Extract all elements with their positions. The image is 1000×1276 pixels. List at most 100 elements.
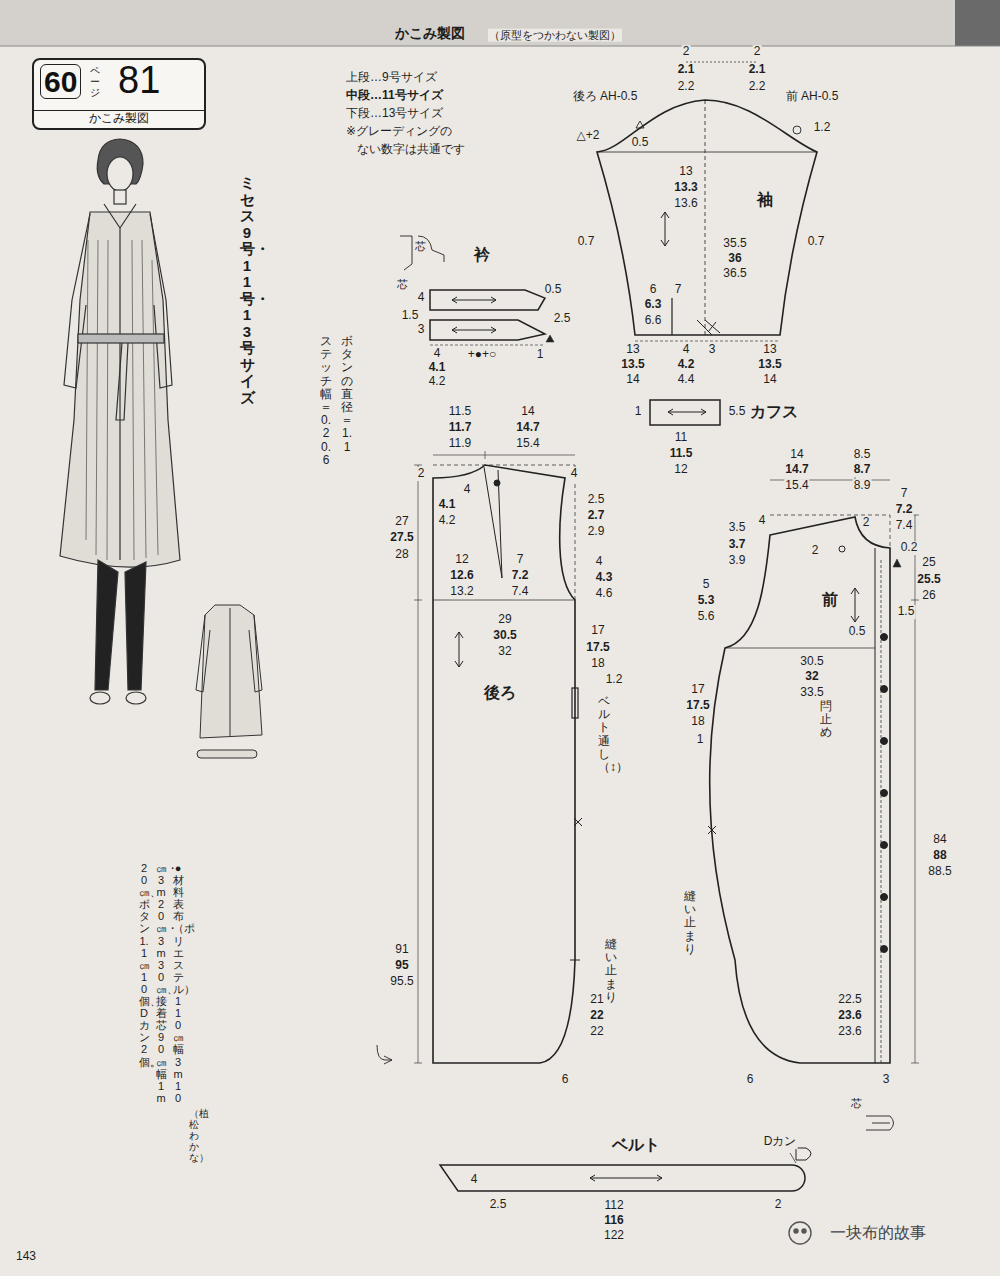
dimension-number: 0.5 [544, 283, 563, 297]
back-bodice-piece [433, 600, 575, 601]
back-bodice-piece [377, 451, 582, 1064]
dimension-number: 0.5 [631, 136, 650, 150]
front-bodice-piece [881, 842, 888, 849]
front-bodice-piece [770, 515, 890, 548]
dimension-number: 5.3 [697, 594, 716, 608]
dimension-number: 12.6 [449, 569, 474, 583]
cuff-piece [668, 409, 706, 415]
dimension-number: 4 [433, 347, 442, 361]
woman-illustration [90, 692, 110, 704]
dimension-number: 2.5 [587, 493, 606, 507]
dimension-number: 14 [520, 405, 535, 419]
front-bodice-piece [881, 738, 888, 745]
dimension-number: 22 [589, 1025, 604, 1039]
page-number: 143 [15, 1250, 37, 1264]
belt-piece [796, 1148, 811, 1160]
dimension-number: 2.1 [677, 63, 696, 77]
dimension-number: 8.7 [853, 463, 872, 477]
page-badge: 60ページ81かこみ製図 [32, 58, 206, 130]
dimension-number: 1.5 [401, 309, 420, 323]
dimension-number: 4 [463, 483, 472, 497]
sleeve-piece [697, 320, 720, 335]
dimension-number: 0.5 [848, 625, 867, 639]
back-bodice-piece [455, 632, 463, 667]
header-band [0, 46, 1000, 47]
front-bodice-piece [875, 548, 876, 1063]
collar-piece [430, 320, 545, 340]
section-tab: かこみ製図 [34, 110, 204, 125]
back-bodice-piece [433, 465, 575, 600]
interfacing-mark: 芯 [396, 278, 409, 291]
back-view-illustration [196, 605, 262, 758]
dimension-number: 11.5 [448, 405, 472, 419]
dimension-number: 2.1 [748, 63, 767, 77]
front-bodice-piece [708, 476, 919, 1130]
dimension-number: 14 [625, 373, 640, 387]
dimension-number: 122 [603, 1229, 625, 1243]
dimension-number: 3.9 [728, 554, 747, 568]
back-bodice-piece [414, 465, 422, 1063]
sleeve-piece [597, 152, 817, 153]
dimension-number: 4.3 [595, 571, 614, 585]
dimension-number: 17.5 [685, 699, 710, 713]
dimension-number: 88.5 [927, 865, 952, 879]
dimension-number: 23.6 [837, 1025, 862, 1039]
dimension-number: 0.7 [577, 235, 596, 249]
dimension-number: 0.2 [900, 541, 919, 555]
dimension-number: 7 [900, 487, 909, 501]
dimension-number: 1.2 [605, 673, 624, 687]
dimension-number: 84 [932, 833, 947, 847]
stop-point-note: 縫い止まり [684, 890, 696, 956]
collar-piece [430, 345, 545, 346]
piece-name: 衿 [473, 246, 491, 264]
back-view-illustration [230, 608, 231, 736]
size-range: ミセス9号・11号・13号サイズ [240, 175, 255, 406]
sleeve-piece [705, 100, 706, 335]
woman-illustration [107, 157, 133, 191]
woman-illustration [60, 139, 180, 704]
dimension-number: 5.6 [697, 610, 716, 624]
belt-loop-note: ベルト通し（↕） [598, 695, 610, 774]
front-bodice-piece [881, 790, 888, 797]
belt-piece [590, 1175, 662, 1181]
dimension-number: 116 [603, 1214, 624, 1228]
watermark: 一块布的故事 [829, 1224, 927, 1242]
woman-illustration [95, 560, 146, 690]
watermark-icon [802, 1229, 806, 1233]
interfacing-mark: 芯 [414, 240, 427, 253]
dimension-number: 4.1 [428, 361, 447, 375]
sleeve-piece [793, 126, 801, 134]
size-note: ※グレーディングの [345, 125, 453, 139]
front-bodice-piece [725, 648, 875, 649]
piece-name: 袖 [756, 191, 774, 209]
front-bodice-piece [881, 894, 888, 901]
back-bodice-piece [572, 688, 578, 718]
dimension-number: 13.3 [673, 181, 698, 195]
dimension-number: 2 [774, 1198, 783, 1212]
size-note: 中段…11号サイズ [345, 89, 444, 103]
belt-piece [440, 1148, 811, 1191]
dimension-number: 4 [570, 467, 579, 481]
back-bodice-piece [485, 451, 486, 459]
dimension-number: 6 [561, 1073, 570, 1087]
sleeve-piece [671, 298, 672, 335]
back-bodice-piece [418, 465, 419, 1063]
back-bodice-piece [377, 1045, 392, 1064]
materials-note: ㎝・3m20㎝・3m30㎝、接着芯90㎝幅1m [156, 862, 167, 1104]
front-bodice-piece [881, 634, 888, 641]
dimension-number: 6 [649, 283, 658, 297]
back-bodice-piece [574, 818, 582, 826]
dimension-number: 18 [690, 715, 705, 729]
collar-piece [452, 297, 496, 303]
woman-illustration [104, 204, 136, 560]
dimension-number: 15.4 [515, 437, 540, 451]
front-bodice-piece [915, 515, 916, 1063]
dimension-number: 7.2 [511, 569, 530, 583]
dimension-number: 7.4 [895, 519, 914, 533]
dimension-number: 95 [394, 959, 409, 973]
dimension-number: 4.6 [595, 587, 614, 601]
armhole-note: 後ろ AH-0.5 [572, 90, 639, 104]
dimension-number: 2.5 [553, 312, 572, 326]
woman-illustration [116, 343, 128, 420]
dimension-number: 25 [921, 556, 936, 570]
